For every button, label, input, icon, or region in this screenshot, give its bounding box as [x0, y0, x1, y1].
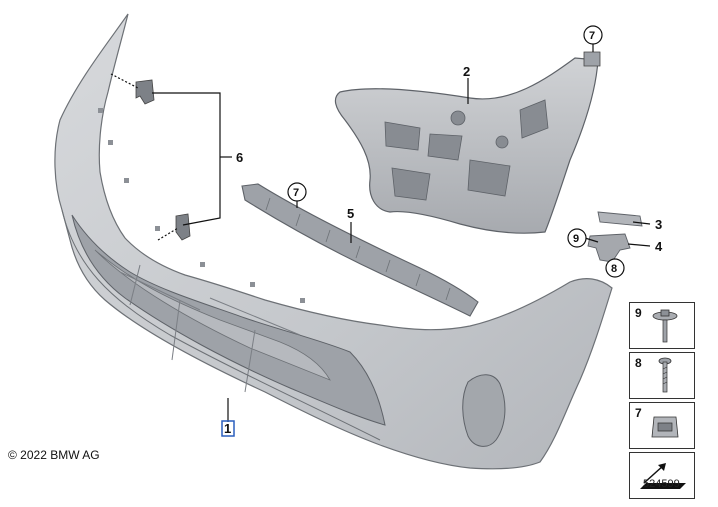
side-bracket-upper	[135, 79, 155, 105]
legend-number-7: 7	[635, 406, 642, 420]
legend-arrow-box	[629, 452, 695, 499]
legend-item-8: 8	[629, 352, 695, 399]
clip-part-4	[587, 233, 631, 263]
bumper-carrier-bracket	[334, 57, 599, 234]
callout-9-circle	[567, 228, 587, 248]
callout-2: 2	[463, 64, 470, 79]
copyright-text: © 2022 BMW AG	[8, 448, 100, 462]
callout-1: 1	[224, 421, 231, 436]
reference-number: 524599	[643, 478, 680, 490]
legend-item-7: 7	[629, 402, 695, 449]
leader-lines	[110, 44, 651, 422]
callout-9: 9	[573, 233, 579, 245]
legend-number-9: 9	[635, 306, 642, 320]
arrow-icon	[640, 463, 686, 489]
screw-with-washer-icon	[652, 309, 678, 343]
legend-item-9: 9	[629, 302, 695, 349]
side-bracket-lower	[175, 213, 191, 241]
callout-8: 8	[611, 263, 617, 275]
callout-7-middle: 7	[293, 187, 299, 199]
callout-4: 4	[655, 239, 663, 254]
clip-nut-top	[583, 51, 601, 67]
legend-number-8: 8	[635, 356, 642, 370]
callout-6: 6	[236, 150, 243, 165]
callout-7-circle-top	[583, 25, 603, 45]
clip-part-3	[597, 211, 643, 227]
screw-icon	[658, 357, 672, 393]
front-bumper-panel	[54, 13, 613, 470]
callout-5: 5	[347, 206, 354, 221]
clip-nut-icon	[651, 416, 679, 438]
callout-7-top: 7	[589, 30, 595, 42]
callout-7-circle-middle	[287, 182, 307, 202]
callout-1-highlight	[221, 420, 235, 437]
fastener-legend: 9 8 7	[629, 302, 695, 502]
lower-reinforcement	[241, 183, 479, 317]
callout-8-circle	[605, 258, 625, 278]
callout-3: 3	[655, 217, 662, 232]
